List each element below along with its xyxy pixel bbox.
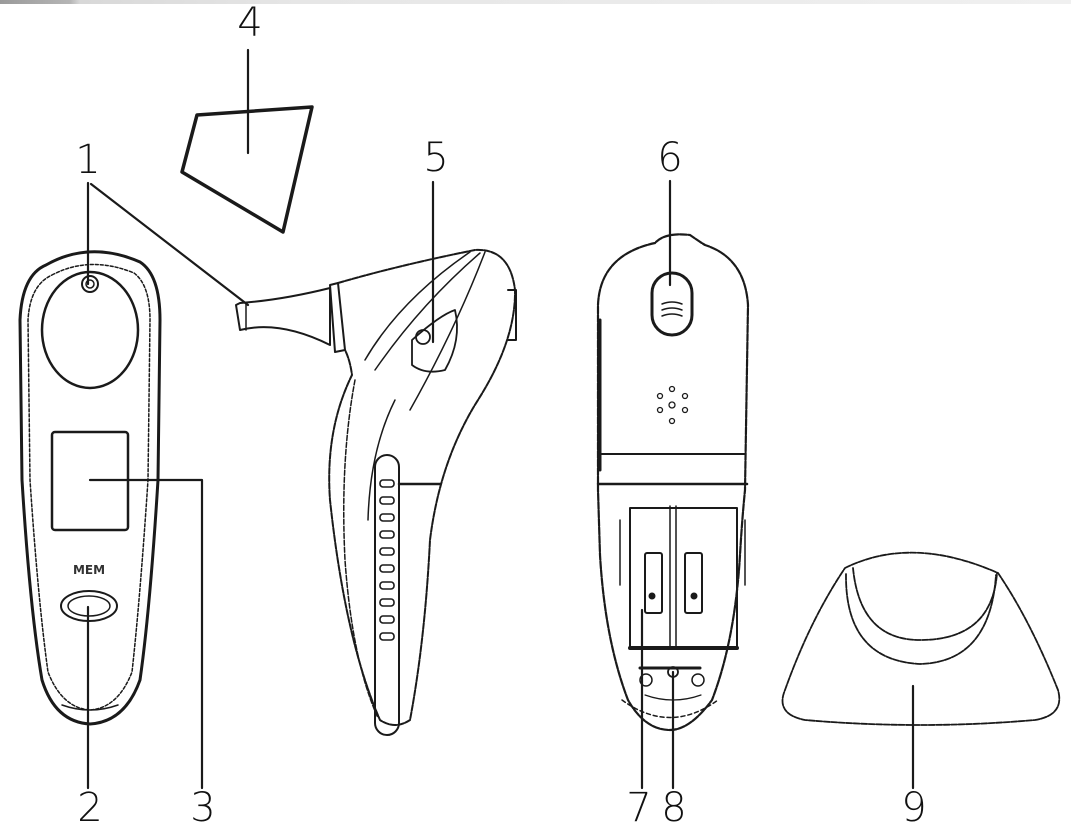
callout-2: 2: [77, 785, 103, 831]
callout-7: 7: [626, 785, 652, 831]
speaker-holes: [656, 385, 689, 425]
top-border: [0, 0, 1071, 4]
probe-window: [40, 270, 140, 390]
front-view-device: [18, 250, 162, 726]
back-view-device: [596, 233, 750, 732]
battery-compartment: [619, 505, 746, 719]
protective-cap: [781, 551, 1061, 726]
callout-6: 6: [657, 135, 683, 181]
leader-lines: [86, 48, 915, 790]
scan-button: [650, 271, 694, 337]
callout-8: 8: [661, 785, 687, 831]
mem-button-label: MEM: [72, 563, 106, 577]
callout-1: 1: [75, 137, 101, 183]
callout-5: 5: [423, 135, 449, 181]
probe-sensor: [81, 275, 99, 293]
side-view-device: [235, 248, 517, 736]
release-button: [415, 329, 431, 345]
probe-cover: [180, 105, 314, 234]
callout-4: 4: [237, 0, 263, 46]
grip-strip: [374, 454, 400, 736]
callout-9: 9: [901, 785, 927, 831]
release-button-housing: [411, 309, 458, 373]
callout-3: 3: [190, 785, 216, 831]
